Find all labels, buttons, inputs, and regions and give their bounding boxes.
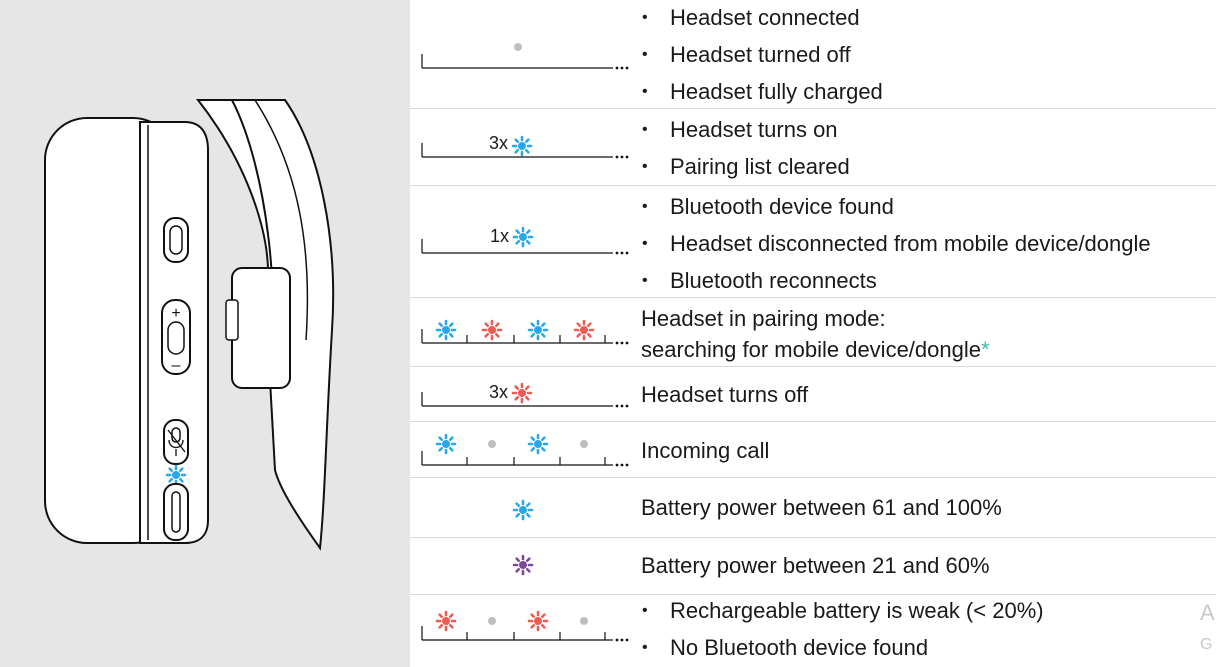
hinge-block: [231, 267, 291, 389]
table-row: 3x Headset turns on Pairing list cleared: [410, 109, 1216, 186]
led-blue-icon: [435, 433, 457, 455]
row-description: Battery power between 21 and 60%: [641, 553, 990, 578]
row-description: Battery power between 61 and 100%: [641, 495, 1002, 520]
headset-illustration: + –: [44, 99, 335, 551]
repeat-count: 3x: [489, 382, 509, 402]
continuation-dots: [615, 66, 619, 70]
table-row: Incoming call: [410, 422, 1216, 478]
repeat-count: 1x: [490, 226, 510, 246]
continuation-dots: [625, 638, 629, 642]
led-red-icon: [511, 382, 533, 404]
continuation-dots: [625, 155, 629, 159]
row-description: Headset in pairing mode: searching for m…: [641, 306, 990, 362]
continuation-dots: [615, 341, 619, 345]
led-blue-icon: [512, 499, 534, 521]
status-list: Bluetooth device found Headset disconnec…: [640, 188, 1151, 299]
list-item: No Bluetooth device found: [640, 629, 1044, 666]
led-red-icon: [435, 610, 457, 632]
continuation-dots: [625, 404, 629, 408]
table-row: Headset connected Headset turned off Hea…: [410, 0, 1216, 110]
led-pattern-diagram: [410, 478, 632, 537]
led-blue-icon: [435, 319, 457, 341]
continuation-dots: [620, 463, 624, 467]
repeat-count: 3x: [489, 133, 509, 153]
led-off-dot: [488, 440, 496, 448]
led-indicator: [165, 464, 187, 486]
led-signal-table: Headset connected Headset turned off Hea…: [410, 0, 1216, 667]
footnote-asterisk: *: [980, 337, 990, 362]
led-blue-icon: [511, 135, 533, 157]
list-item: Bluetooth reconnects: [640, 262, 1151, 299]
list-item: Rechargeable battery is weak (< 20%): [640, 592, 1044, 629]
list-item: Pairing list cleared: [640, 148, 850, 185]
led-blue-icon: [527, 433, 549, 455]
led-red-icon: [573, 319, 595, 341]
table-row: Headset in pairing mode: searching for m…: [410, 298, 1216, 367]
led-pattern-diagram: [410, 422, 632, 477]
list-item: Headset turns on: [640, 111, 850, 148]
list-item: Headset disconnected from mobile device/…: [640, 225, 1151, 262]
cutoff-letter: G: [1200, 636, 1213, 653]
led-off-dot: [580, 617, 588, 625]
led-off-dot: [488, 617, 496, 625]
table-row: Battery power between 21 and 60%: [410, 538, 1216, 595]
table-row: Battery power between 61 and 100%: [410, 478, 1216, 538]
led-pattern-diagram: [410, 538, 632, 594]
continuation-dots: [625, 463, 629, 467]
led-pattern-diagram: [410, 595, 632, 667]
continuation-dots: [615, 251, 619, 255]
list-item: Headset connected: [640, 0, 883, 36]
continuation-dots: [620, 66, 624, 70]
table-row: 3x Headset turns off: [410, 367, 1216, 422]
headset-illustration-panel: + –: [0, 0, 410, 667]
power-button: [163, 217, 189, 263]
led-pattern-diagram: 3x: [410, 367, 632, 421]
continuation-dots: [625, 251, 629, 255]
led-red-icon: [481, 319, 503, 341]
led-pattern-diagram: [410, 0, 632, 108]
list-item: Bluetooth device found: [640, 188, 1151, 225]
continuation-dots: [620, 404, 624, 408]
status-list: Headset connected Headset turned off Hea…: [640, 0, 883, 110]
continuation-dots: [615, 463, 619, 467]
led-blue-icon: [527, 319, 549, 341]
led-blue-icon: [512, 226, 534, 248]
table-row: 1x Bluetooth device found Headset discon…: [410, 186, 1216, 299]
list-item: Headset turned off: [640, 36, 883, 73]
led-pattern-diagram: 1x: [410, 186, 632, 297]
list-item: Headset fully charged: [640, 73, 883, 110]
row-description: Incoming call: [641, 438, 770, 463]
volume-rocker: [161, 299, 191, 375]
charging-port: [163, 483, 189, 541]
row-description: Headset turns off: [641, 382, 809, 407]
cutoff-letter: A: [1200, 600, 1215, 625]
led-purple-icon: [512, 554, 534, 576]
led-pattern-diagram: [410, 298, 632, 366]
continuation-dots: [620, 155, 624, 159]
continuation-dots: [625, 66, 629, 70]
status-list: Headset turns on Pairing list cleared: [640, 111, 850, 185]
continuation-dots: [620, 251, 624, 255]
continuation-dots: [615, 638, 619, 642]
continuation-dots: [615, 155, 619, 159]
volume-minus-button[interactable]: –: [172, 357, 181, 374]
continuation-dots: [615, 404, 619, 408]
led-pattern-diagram: 3x: [410, 109, 632, 185]
led-off-dot: [514, 43, 522, 51]
continuation-dots: [620, 638, 624, 642]
volume-plus-button[interactable]: +: [171, 305, 180, 322]
led-red-icon: [527, 610, 549, 632]
led-light: [165, 464, 187, 486]
continuation-dots: [625, 341, 629, 345]
continuation-dots: [620, 341, 624, 345]
led-off-dot: [580, 440, 588, 448]
status-list: Rechargeable battery is weak (< 20%) No …: [640, 592, 1044, 666]
table-row: Rechargeable battery is weak (< 20%) No …: [410, 592, 1216, 667]
